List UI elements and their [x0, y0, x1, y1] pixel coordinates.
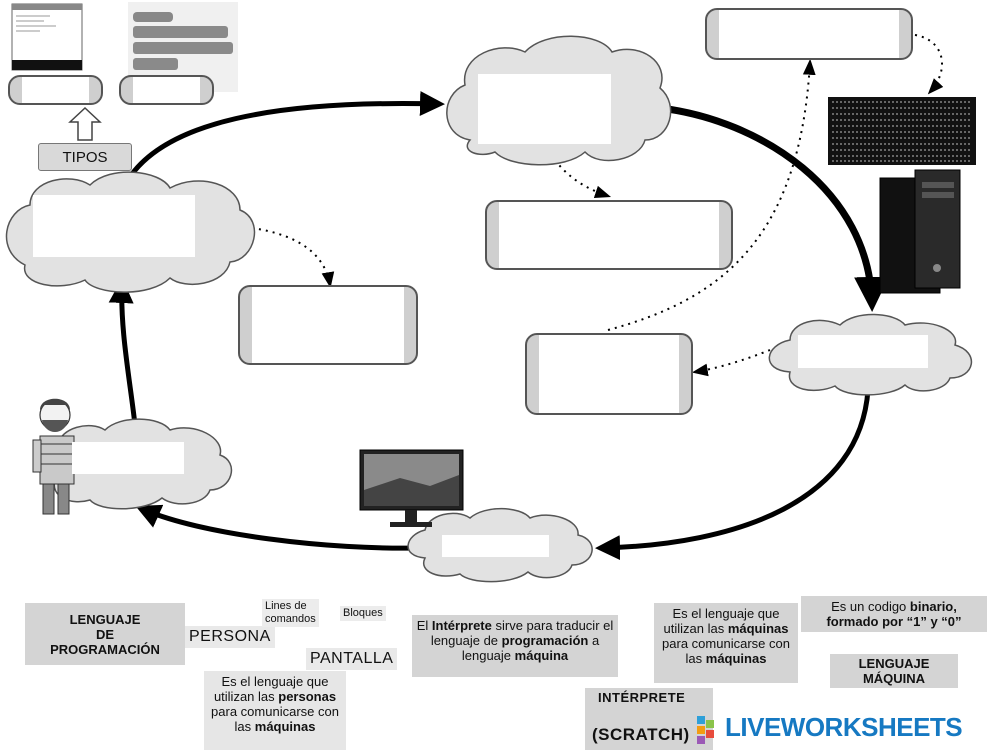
dotted-connector-4	[914, 34, 944, 95]
drop-box-center[interactable]	[485, 200, 733, 270]
drop-box-top-right[interactable]	[705, 8, 913, 60]
card-bloques[interactable]: Bloques	[340, 606, 386, 621]
card-interprete-def[interactable]: El Intérprete sirve para traducir el len…	[412, 615, 618, 677]
card-interprete-bg	[585, 688, 713, 750]
up-arrow-outline	[68, 106, 102, 141]
liveworksheets-brand: LIVEWORKSHEETS	[725, 712, 963, 742]
drop-box-right[interactable]	[525, 333, 693, 415]
cloud-top-input[interactable]	[478, 74, 611, 144]
card-lines-comandos[interactable]: Lines de comandos	[262, 599, 319, 627]
command-line-thumbnail	[11, 3, 83, 71]
cycle-arrow-top-right	[659, 104, 889, 312]
dotted-connector-2	[554, 159, 612, 199]
card-pantalla[interactable]: PANTALLA	[306, 648, 398, 670]
card-binario-def[interactable]: Es un codigo binario, formado por “1” y …	[801, 596, 987, 632]
cloud-person-input[interactable]	[72, 442, 184, 474]
computer-tower-illustration	[879, 169, 961, 294]
drop-box-type-1[interactable]	[8, 75, 103, 105]
card-persona-def[interactable]: Es el lenguaje que utilizan las personas…	[204, 671, 346, 750]
cloud-right-input[interactable]	[798, 335, 928, 368]
card-interprete[interactable]: INTÉRPRETE	[598, 690, 686, 705]
dotted-connector-3	[607, 58, 816, 331]
tipos-label: TIPOS	[38, 143, 132, 171]
cloud-bottom-input[interactable]	[442, 535, 549, 557]
cycle-arrow-left	[108, 278, 138, 426]
card-lenguaje-maquina[interactable]: LENGUAJE MÁQUINA	[830, 654, 958, 688]
binary-code-image	[828, 97, 976, 165]
cycle-arrow-bottom	[135, 504, 421, 551]
cloud-left-input[interactable]	[33, 195, 195, 257]
drop-box-type-2[interactable]	[119, 75, 214, 105]
monitor-illustration	[359, 449, 464, 527]
person-illustration	[32, 398, 75, 515]
drop-box-left[interactable]	[238, 285, 418, 365]
card-maquina-def[interactable]: Es el lenguaje que utilizan las máquinas…	[654, 603, 798, 683]
card-scratch[interactable]: (SCRATCH)	[592, 725, 690, 744]
dotted-connector-5	[691, 349, 771, 377]
liveworksheets-logo-icon	[697, 716, 714, 744]
card-lenguaje-programacion[interactable]: LENGUAJE DE PROGRAMACIÓN	[25, 603, 185, 665]
dotted-connector-1	[251, 227, 335, 289]
card-persona[interactable]: PERSONA	[185, 626, 275, 648]
cycle-arrow-top-left	[122, 91, 445, 187]
cycle-arrow-bottom-right	[595, 389, 871, 561]
